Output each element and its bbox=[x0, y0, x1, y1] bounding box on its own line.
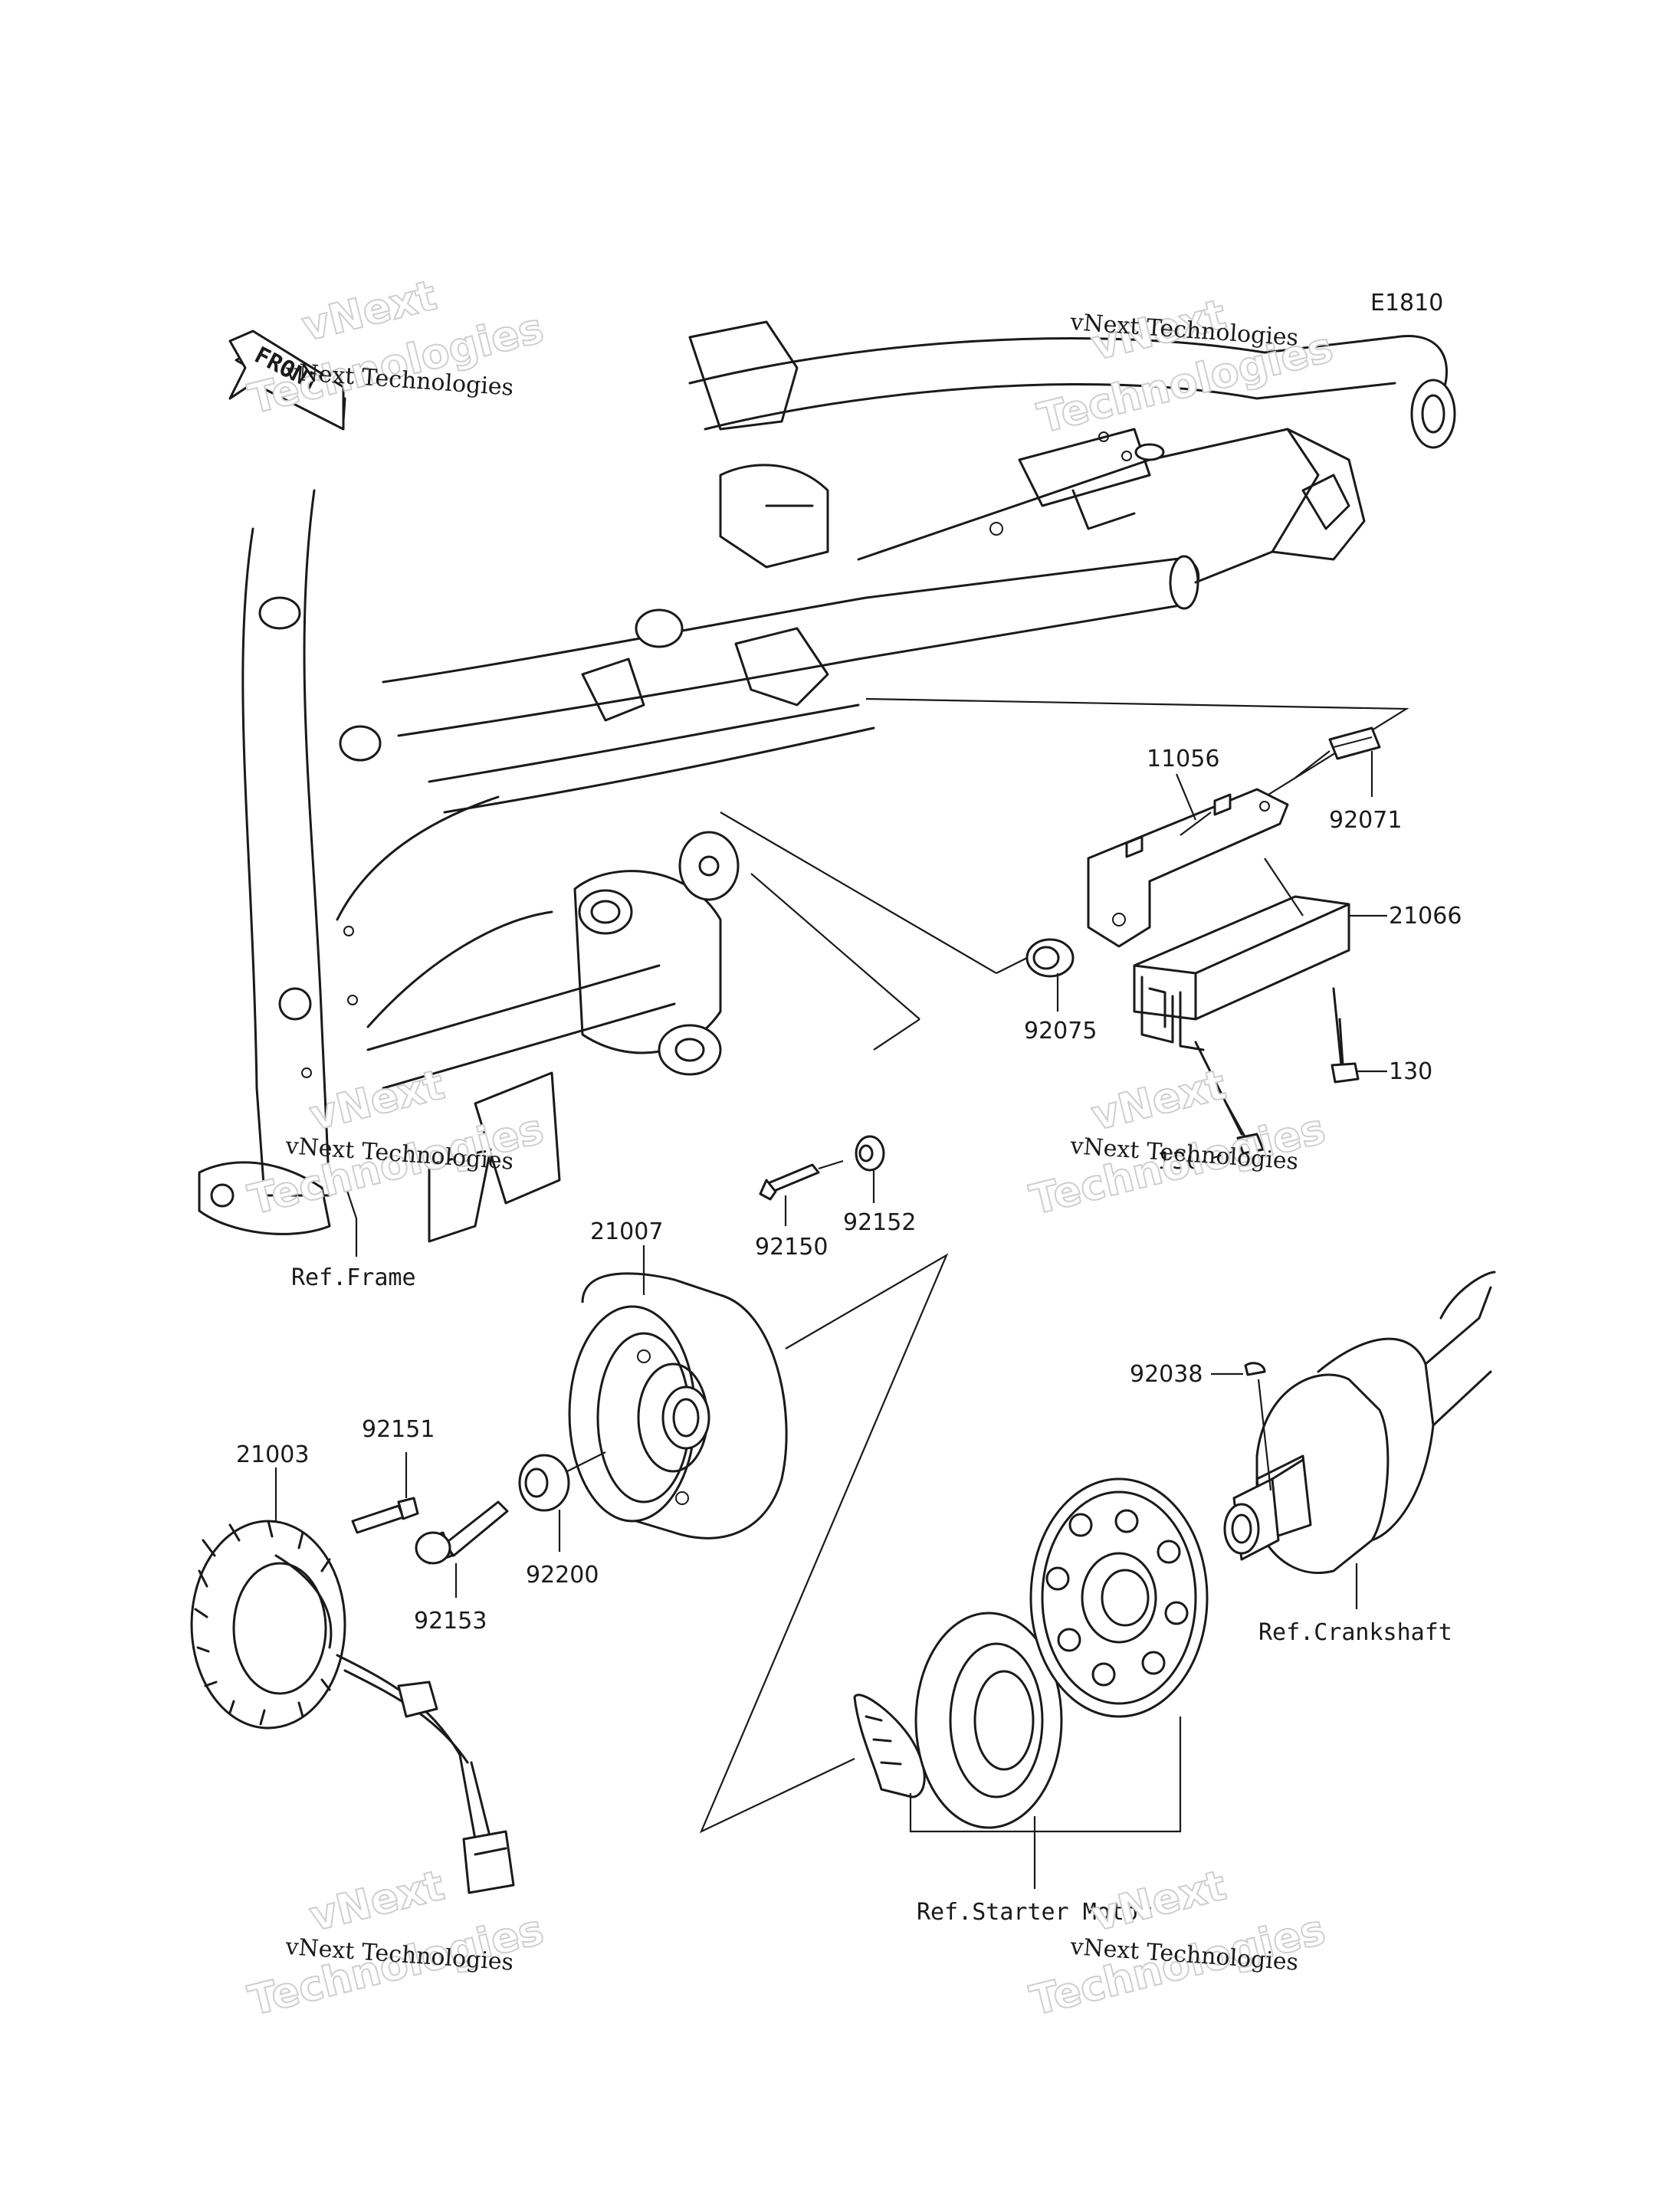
regulator-axis-line bbox=[720, 812, 997, 974]
grommet-92071 bbox=[1328, 726, 1381, 760]
key-92038 bbox=[1244, 1362, 1266, 1376]
bolt-130-right bbox=[1331, 987, 1360, 1084]
bolt-axis-line-a bbox=[750, 873, 920, 1020]
regulator-21066 bbox=[1133, 895, 1350, 1051]
watermark-big-top: vNext bbox=[305, 1861, 449, 1941]
part-number-92151: 92151 bbox=[362, 1416, 435, 1443]
part-number-21003: 21003 bbox=[236, 1441, 309, 1468]
watermark-big-top: vNext bbox=[1087, 1061, 1231, 1140]
watermark-mid-right: vNext Technologies vNext Technologies bbox=[1025, 1060, 1331, 1225]
bolt-92153 bbox=[415, 1500, 509, 1565]
part-number-92071: 92071 bbox=[1329, 807, 1402, 834]
bolt-130-left bbox=[1194, 1041, 1265, 1155]
stator-21003 bbox=[190, 1520, 515, 1894]
bolt-92151 bbox=[351, 1497, 419, 1534]
part-number-92075: 92075 bbox=[1024, 1018, 1097, 1044]
collar-92075 bbox=[1025, 938, 1075, 978]
watermark-bottom-right: vNext Technologies vNext Technologies bbox=[1025, 1861, 1331, 2026]
ref-starter-motor: Ref.Starter Motor bbox=[917, 1899, 1152, 1926]
ref-crankshaft: Ref.Crankshaft bbox=[1258, 1619, 1452, 1646]
part-number-92153: 92153 bbox=[414, 1608, 487, 1635]
frame-assembly bbox=[198, 320, 1456, 1243]
part-number-92200: 92200 bbox=[526, 1562, 599, 1589]
watermark-big-top: vNext bbox=[1087, 1861, 1231, 1941]
part-number-92150: 92150 bbox=[755, 1234, 828, 1261]
starter-clutch-gear bbox=[1029, 1477, 1209, 1718]
part-number-92152: 92152 bbox=[843, 1209, 916, 1236]
part-number-21066: 21066 bbox=[1389, 903, 1462, 930]
washer-92152 bbox=[855, 1135, 885, 1172]
watermark-big-top: vNext bbox=[305, 1061, 449, 1140]
rotor-21007 bbox=[568, 1272, 788, 1540]
starter-group-triangle bbox=[699, 1253, 949, 1834]
regulator-group-line bbox=[865, 697, 1409, 798]
watermark-top-right: vNext Technologies vNext Technologies bbox=[1032, 290, 1338, 444]
starter-gear-bearing bbox=[914, 1612, 1063, 1829]
diagram-code: E1810 bbox=[1370, 290, 1443, 316]
watermark-top-left: vNext Technologies vNext Technologies bbox=[243, 271, 549, 425]
bolt-92150 bbox=[759, 1163, 820, 1201]
part-number-92038: 92038 bbox=[1130, 1361, 1203, 1388]
watermark-mid-left: vNext Technologies vNext Technologies bbox=[243, 1060, 549, 1225]
part-number-130-right: 130 bbox=[1389, 1058, 1432, 1085]
starter-leader-lines bbox=[909, 1717, 1182, 1889]
part-number-130-left: 130 bbox=[1157, 1148, 1201, 1175]
washer-92200 bbox=[518, 1454, 570, 1512]
part-number-11056: 11056 bbox=[1147, 746, 1219, 772]
crankshaft bbox=[1223, 1271, 1496, 1574]
one-way-clutch bbox=[853, 1694, 926, 1799]
bracket-11056 bbox=[1087, 788, 1289, 948]
part-number-21007: 21007 bbox=[590, 1218, 663, 1245]
bolt-axis-line-b bbox=[873, 1018, 920, 1051]
ref-frame: Ref.Frame bbox=[291, 1264, 416, 1291]
